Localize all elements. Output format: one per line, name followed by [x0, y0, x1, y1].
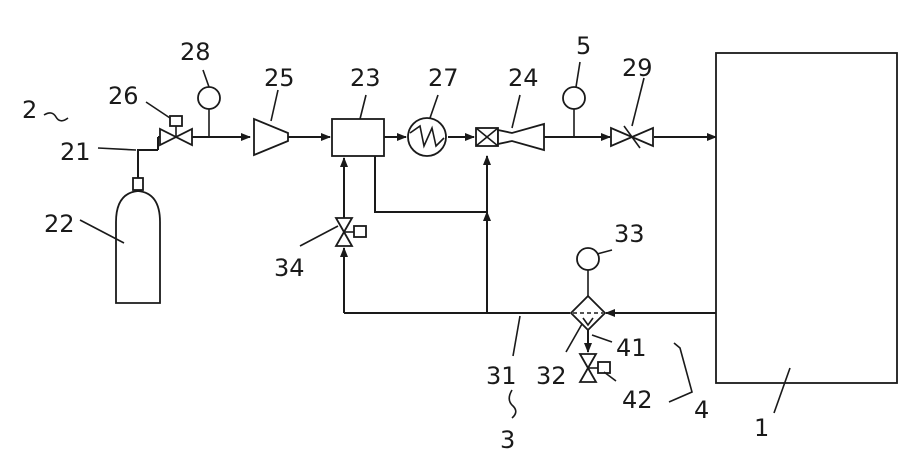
- pressure-gauge-33: [577, 248, 599, 270]
- solenoid-valve-26: [160, 116, 192, 145]
- label-31: 31: [486, 362, 517, 390]
- pressure-gauge-5: [563, 87, 585, 137]
- label-23: 23: [350, 64, 381, 92]
- gas-cylinder-22: [116, 178, 160, 303]
- system-vessel-1: [716, 53, 897, 383]
- label-33: 33: [614, 220, 645, 248]
- ejector-24: [476, 124, 544, 150]
- label-41: 41: [616, 334, 647, 362]
- label-22: 22: [44, 210, 75, 238]
- label-24: 24: [508, 64, 539, 92]
- return-loop-lines: [344, 156, 716, 352]
- label-21: 21: [60, 138, 91, 166]
- label-3: 3: [500, 426, 515, 454]
- label-4: 4: [694, 396, 709, 424]
- label-29: 29: [622, 54, 653, 82]
- pressure-gauge-28: [198, 87, 220, 137]
- label-2: 2: [22, 96, 37, 124]
- label-26: 26: [108, 82, 139, 110]
- solenoid-valve-34: [336, 218, 366, 246]
- heat-exchanger-27: [408, 118, 446, 156]
- label-34: 34: [274, 254, 305, 282]
- label-25: 25: [264, 64, 295, 92]
- valve-29: [611, 126, 653, 148]
- mixer-23: [332, 119, 384, 156]
- label-5: 5: [576, 32, 591, 60]
- label-32: 32: [536, 362, 567, 390]
- label-42: 42: [622, 386, 653, 414]
- label-27: 27: [428, 64, 459, 92]
- compressor-25: [254, 119, 288, 155]
- label-1: 1: [754, 414, 769, 442]
- label-28: 28: [180, 38, 211, 66]
- solenoid-valve-42: [580, 354, 610, 382]
- separator-32: [571, 270, 605, 330]
